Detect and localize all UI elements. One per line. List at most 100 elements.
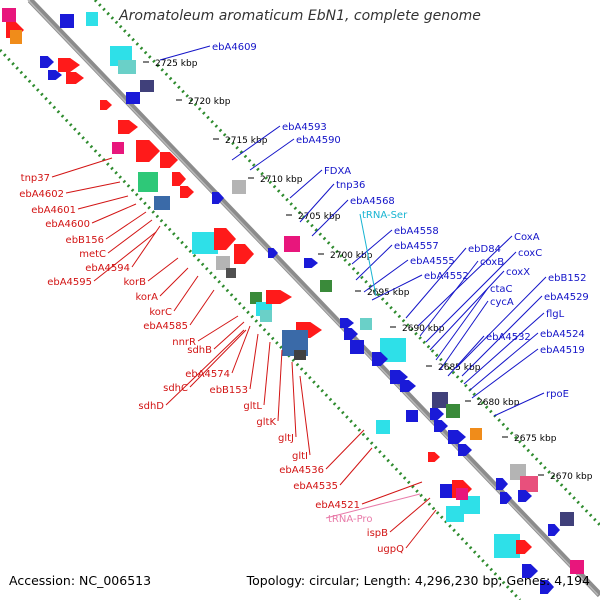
gene-label: ebB152 [548, 273, 586, 284]
gene-feature [136, 140, 160, 162]
gene-feature [250, 292, 262, 304]
gene-label: ebA4529 [544, 292, 589, 303]
gene-leader-line [425, 251, 517, 343]
scale-tick-label: 2710 kbp [260, 175, 303, 185]
gene-feature [2, 8, 16, 22]
gene-feature [226, 268, 236, 278]
topology-text: Topology: circular; Length: 4,296,230 bp… [246, 573, 590, 588]
gene-feature [428, 452, 440, 462]
gene-feature [86, 12, 98, 26]
gene-feature [126, 92, 140, 104]
gene-feature [440, 484, 454, 498]
gene-label: coxC [518, 248, 542, 259]
gene-leader-line [355, 244, 393, 281]
gene-label: ebA4593 [282, 122, 327, 133]
gene-leader-line [461, 295, 543, 377]
gene-feature [400, 380, 416, 392]
gene-leader-line [107, 219, 153, 254]
scale-tick-label: 2720 kbp [188, 97, 231, 107]
gene-leader-line [51, 157, 113, 178]
gene-label: metC [79, 249, 106, 260]
gene-leader-line [291, 361, 297, 438]
gene-feature [268, 248, 278, 258]
trna-label: tRNA-Pro [328, 514, 372, 525]
gene-label: ebA4536 [279, 465, 324, 476]
gene-label: FDXA [324, 166, 351, 177]
gene-feature [234, 244, 254, 264]
gene-feature [66, 72, 84, 84]
gene-leader-line [299, 375, 311, 456]
gene-leader-line [389, 497, 431, 533]
gene-leader-line [447, 335, 485, 377]
gene-leader-line [249, 333, 259, 390]
trna-leader-line [325, 493, 421, 519]
gene-label: ebA4552 [424, 271, 469, 282]
gene-label: ebA4555 [410, 256, 455, 267]
gene-feature [214, 228, 236, 250]
gene-label: cycA [490, 297, 514, 308]
scale-tick-label: 2695 kbp [367, 288, 410, 298]
gene-leader-line [363, 259, 409, 293]
gene-label: coxX [506, 267, 530, 278]
gene-leader-line [351, 229, 393, 265]
gene-leader-line [93, 231, 157, 282]
gene-leader-line [105, 211, 147, 240]
gene-leader-line [439, 300, 489, 371]
gene-leader-line [435, 287, 489, 361]
gene-label: gltK [256, 417, 276, 428]
gene-feature [232, 180, 246, 194]
scale-tick-label: 2690 kbp [402, 324, 445, 334]
gene-feature [458, 444, 472, 456]
gene-feature [192, 232, 218, 254]
gene-feature [460, 496, 480, 514]
gene-label: ebA4524 [540, 329, 585, 340]
gene-feature [294, 350, 306, 360]
gene-leader-line [165, 329, 245, 406]
trna-label: tRNA-Ser [362, 210, 408, 221]
gene-leader-line [299, 183, 335, 223]
scale-tick-label: 2680 kbp [477, 398, 520, 408]
gene-feature [118, 120, 138, 134]
gene-feature [520, 476, 538, 492]
gene-leader-line [65, 181, 121, 194]
gene-leader-line [91, 203, 137, 224]
gene-feature [432, 392, 448, 408]
gene-label: ebA4519 [540, 345, 585, 356]
gene-feature [496, 478, 508, 490]
gene-label: ispB [367, 528, 388, 539]
gene-feature [406, 410, 418, 422]
gene-leader-line [471, 348, 539, 399]
gene-feature [494, 534, 520, 558]
gene-leader-line [231, 125, 281, 161]
gene-leader-line [159, 267, 189, 297]
gene-leader-line [311, 199, 349, 237]
gene-feature [58, 58, 80, 72]
gene-label: ctaC [490, 284, 513, 295]
gene-feature [522, 564, 538, 578]
trna-leader-line [359, 213, 377, 297]
gene-feature [456, 488, 468, 500]
gene-feature [112, 142, 124, 154]
gene-leader-line [429, 270, 505, 351]
gene-label: sdhC [163, 383, 188, 394]
gene-label: korB [123, 277, 146, 288]
gene-feature [540, 580, 554, 594]
gene-feature [180, 186, 194, 198]
gene-feature [100, 100, 112, 110]
gene-label: sdhB [187, 345, 212, 356]
gene-leader-line [361, 481, 423, 505]
gene-feature [260, 310, 272, 322]
gene-label: ebA4532 [486, 332, 531, 343]
gene-feature [548, 524, 560, 536]
accession-text: Accession: NC_006513 [9, 573, 152, 588]
gene-leader-line [455, 276, 547, 369]
scale-tick-label: 2700 kbp [330, 251, 373, 261]
gene-feature [446, 506, 464, 522]
gene-feature [560, 512, 574, 526]
gene-feature [344, 328, 358, 340]
gene-leader-line [419, 260, 479, 337]
scale-tick-label: 2675 kbp [514, 434, 557, 444]
gene-label: tnp36 [336, 180, 365, 191]
gene-label: gltL [243, 401, 262, 412]
